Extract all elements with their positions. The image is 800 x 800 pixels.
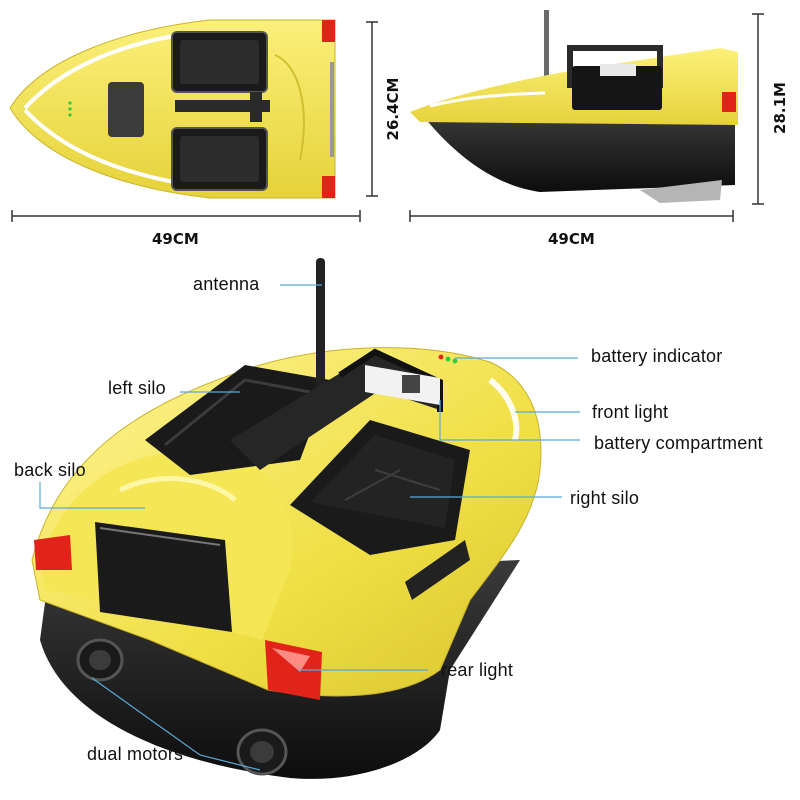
battery-compartment-label: battery compartment [594,433,763,453]
callout-lines [39,284,580,771]
front-light-label: front light [592,402,669,422]
top-view-boat [9,19,336,199]
battery-indicator-label: battery indicator [591,346,723,366]
side-length-dimension-line [409,210,734,222]
top-width-label: 26.4CM [384,77,402,141]
rear-light-label: rear light [441,660,514,680]
left-silo-label: left silo [108,378,166,398]
top-length-label: 49CM [152,230,199,248]
side-view-boat [410,10,738,203]
top-width-dimension-line [366,21,378,197]
side-length-label: 49CM [548,230,595,248]
perspective-boat [31,258,542,779]
side-height-label: 28.1M [771,82,789,134]
antenna-label: antenna [193,274,260,294]
back-silo-callout-line [39,482,145,509]
dual-motors-callout-line [91,677,261,771]
top-length-dimension-line [11,210,361,222]
back-silo-label: back silo [14,460,86,480]
side-height-dimension-line [752,13,764,205]
right-silo-label: right silo [570,488,640,508]
battery-compartment-callout-line [439,400,580,441]
dual-motors-label: dual motors [87,744,184,764]
